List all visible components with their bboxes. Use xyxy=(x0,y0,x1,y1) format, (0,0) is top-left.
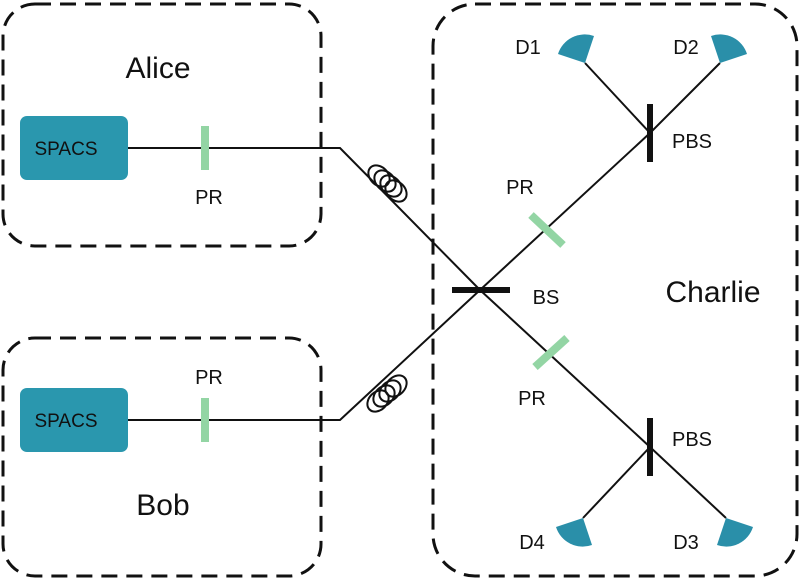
bs-label: BS xyxy=(533,287,560,309)
fiber-coil-lower xyxy=(366,374,408,413)
d2-label: D2 xyxy=(673,37,699,59)
bob-label: Bob xyxy=(136,489,189,522)
optical-paths xyxy=(128,62,727,519)
upper-polarization-rotator xyxy=(528,212,566,248)
bs-to-lower-pbs xyxy=(479,289,651,448)
detector-d2 xyxy=(711,34,747,63)
bob-source-label: SPACS xyxy=(34,411,97,432)
bs-to-upper-pbs xyxy=(479,132,651,291)
bob-fiber xyxy=(128,289,481,421)
fiber-coil-upper xyxy=(367,164,408,203)
lower-pbs-label: PBS xyxy=(672,429,712,451)
lower-pbs-to-d4 xyxy=(582,446,651,519)
upper-pbs-label: PBS xyxy=(672,131,712,153)
upper-pbs-to-d1 xyxy=(584,62,651,134)
alice-source xyxy=(20,116,128,180)
bob-source xyxy=(20,388,128,452)
bob-polarization-rotator xyxy=(201,398,209,442)
upper-pr-label: PR xyxy=(506,177,534,199)
d4-label: D4 xyxy=(519,532,545,554)
alice-polarization-rotator xyxy=(201,126,209,170)
d3-label: D3 xyxy=(673,532,699,554)
charlie-label: Charlie xyxy=(665,276,760,309)
alice-source-label: SPACS xyxy=(34,139,97,160)
alice-fiber xyxy=(128,147,481,291)
alice-pr-label: PR xyxy=(195,187,223,209)
bob-pr-label: PR xyxy=(195,367,223,389)
charlie-box xyxy=(431,2,799,578)
detector-d3 xyxy=(717,518,753,547)
upper-pbs-to-d2 xyxy=(649,62,721,134)
alice-box xyxy=(1,2,323,248)
lower-polarization-rotator xyxy=(532,335,570,370)
detector-d4 xyxy=(556,518,592,547)
lower-pr-label: PR xyxy=(518,388,546,410)
detector-d1 xyxy=(558,34,594,63)
lower-pbs-to-d3 xyxy=(649,446,727,519)
alice-label: Alice xyxy=(125,52,190,85)
bob-box xyxy=(1,336,323,578)
d1-label: D1 xyxy=(515,37,541,59)
